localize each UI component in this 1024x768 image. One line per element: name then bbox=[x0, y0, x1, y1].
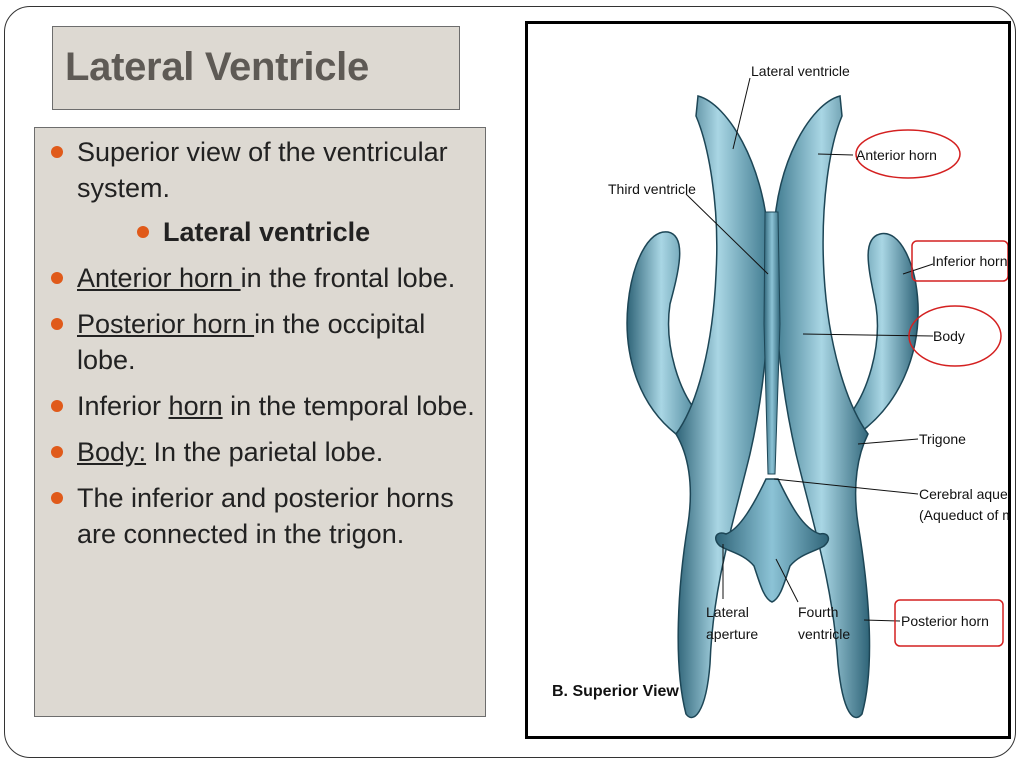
label-cerebral-aqueduct: Cerebral aqueduc bbox=[919, 486, 1008, 502]
bullet-term: Body: bbox=[77, 437, 147, 467]
fourth-ventricle bbox=[715, 478, 830, 603]
title-box: Lateral Ventricle bbox=[52, 26, 460, 110]
label-trigone: Trigone bbox=[919, 431, 966, 447]
bullet-text: Inferior bbox=[77, 391, 169, 421]
bullet-term: Posterior horn bbox=[77, 309, 255, 339]
bullet-item: Superior view of the ventricular system. bbox=[35, 134, 485, 206]
bullet-dot-icon bbox=[51, 146, 63, 158]
label-cerebral-aqueduct-2: (Aqueduct of mid bbox=[919, 507, 1008, 523]
bullet-item: Posterior horn in the occipital lobe. bbox=[35, 306, 485, 378]
figure-caption: B. Superior View bbox=[552, 683, 679, 700]
bullet-item: The inferior and posterior horns are con… bbox=[35, 480, 485, 552]
anatomy-figure: Lateral ventricle Anterior horn Third ve… bbox=[525, 21, 1011, 739]
bullet-term: horn bbox=[168, 391, 223, 421]
bullet-item: Body: In the parietal lobe. bbox=[35, 434, 485, 470]
bullet-item: Anterior horn in the frontal lobe. bbox=[35, 260, 485, 296]
bullet-dot-icon bbox=[51, 492, 63, 504]
content-box: Superior view of the ventricular system.… bbox=[34, 127, 486, 717]
bullet-text: in the occipital lobe. bbox=[77, 309, 426, 375]
label-lateral-aperture: Lateral bbox=[706, 604, 749, 620]
bullet-dot-icon bbox=[51, 446, 63, 458]
bullet-text: In the parietal lobe. bbox=[146, 437, 384, 467]
bullet-list: Superior view of the ventricular system.… bbox=[35, 134, 485, 562]
bullet-dot-icon bbox=[51, 318, 63, 330]
label-lateral-ventricle: Lateral ventricle bbox=[751, 63, 850, 79]
bullet-text: in the temporal lobe. bbox=[222, 391, 475, 421]
highlight-marks bbox=[855, 129, 1008, 647]
label-fourth-ventricle-2: ventricle bbox=[798, 626, 850, 642]
bullet-dot-icon bbox=[51, 400, 63, 412]
label-lateral-aperture-2: aperture bbox=[706, 626, 758, 642]
ventricle-illustration: Lateral ventricle Anterior horn Third ve… bbox=[552, 63, 1008, 719]
slide-title: Lateral Ventricle bbox=[65, 45, 369, 89]
bullet-dot-icon bbox=[51, 272, 63, 284]
label-fourth-ventricle: Fourth bbox=[798, 604, 838, 620]
right-inferior-horn bbox=[845, 232, 919, 436]
label-third-ventricle: Third ventricle bbox=[608, 181, 696, 197]
label-inferior-horn: Inferior horn bbox=[932, 253, 1007, 269]
label-body: Body bbox=[933, 328, 965, 344]
bullet-dot-icon bbox=[137, 226, 149, 238]
label-posterior-horn: Posterior horn bbox=[901, 613, 989, 629]
label-anterior-horn: Anterior horn bbox=[856, 147, 937, 163]
bullet-term: Anterior horn bbox=[77, 263, 241, 293]
bullet-text: The inferior and posterior horns are con… bbox=[77, 483, 454, 549]
third-ventricle bbox=[763, 211, 781, 475]
bullet-text: Superior view of the ventricular system. bbox=[77, 137, 448, 203]
bullet-item: Inferior horn in the temporal lobe. bbox=[35, 388, 485, 424]
leader-lines bbox=[685, 77, 934, 622]
sub-bullet-item: Lateral ventricle bbox=[35, 214, 485, 250]
bullet-text: in the frontal lobe. bbox=[240, 263, 456, 293]
left-inferior-horn bbox=[626, 231, 705, 435]
bullet-text: Lateral ventricle bbox=[163, 217, 371, 247]
